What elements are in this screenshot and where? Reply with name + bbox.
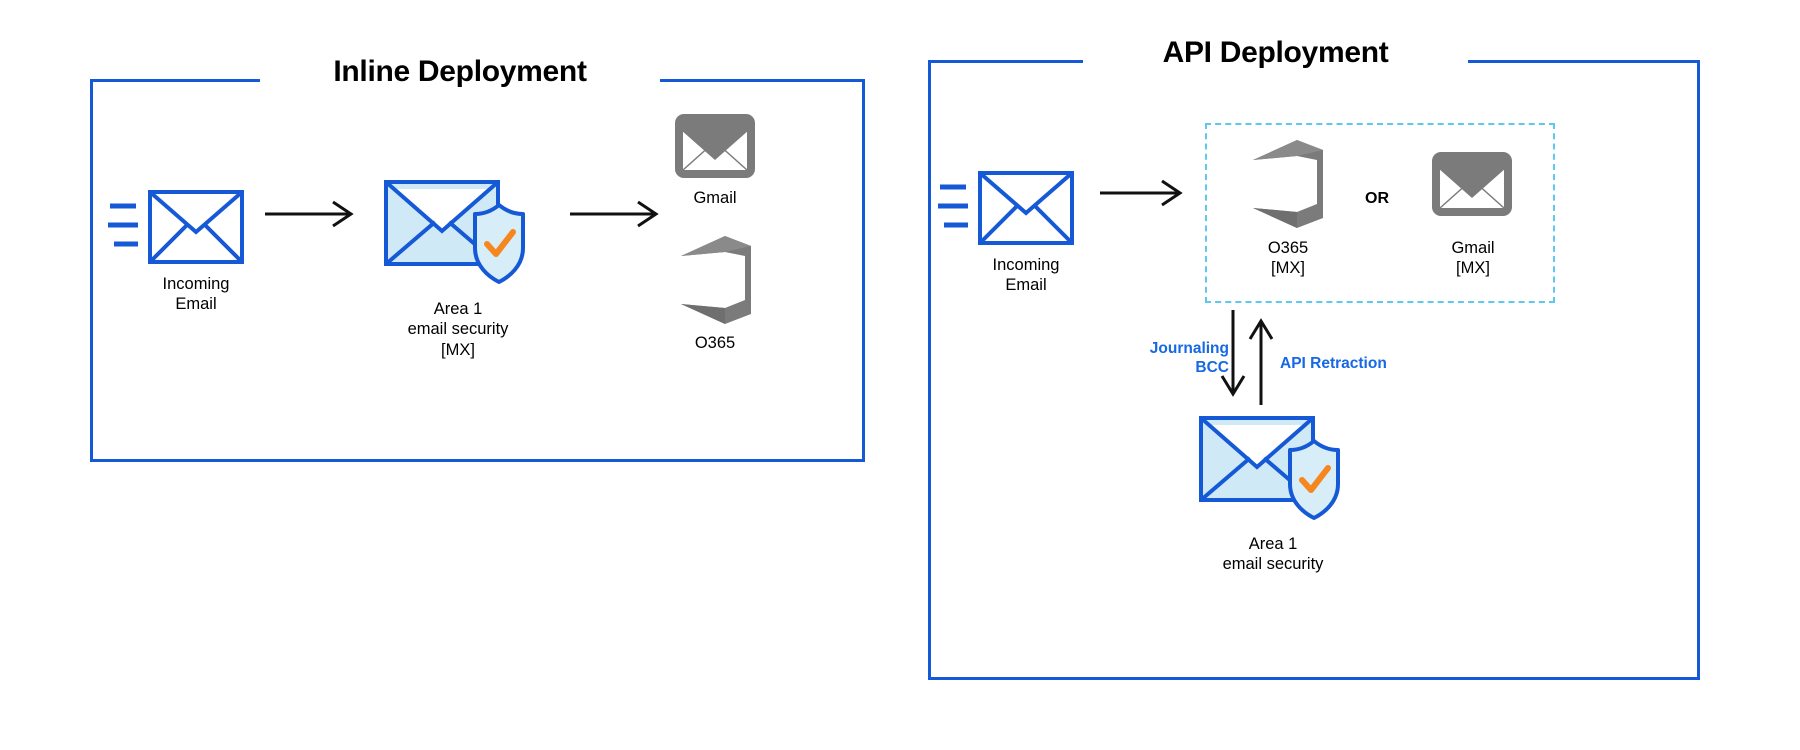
label-line: [MX] [441,340,475,359]
panel-inline-title-gap [260,76,660,82]
panel-inline-title: Inline Deployment [333,55,587,88]
label-line: email security [407,320,509,339]
node-o365-inline: O365 [635,229,795,359]
arrow-retraction-up [1246,310,1276,405]
node-area1-api: Area 1 email security [1173,410,1373,590]
node-incoming-email-api: Incoming Email [928,155,1098,294]
panel-api-deployment: API Deployment Incoming Email [928,36,1700,680]
label-line: Area 1 [433,300,483,318]
panel-inline-deployment: Inline Deployment Incoming Email [90,55,865,462]
label-line: O365 [1267,239,1309,257]
arrow-area1-to-mailboxes [570,199,670,229]
label-line: Gmail [693,189,737,207]
node-incoming-email-label: Incoming Email [993,255,1060,296]
label-line: Journaling [1149,340,1229,357]
node-o365-label: O365 [695,333,735,353]
mailbox-group-dashed-box [1205,123,1555,303]
label-line: Incoming [992,256,1060,274]
label-line: [MX] [1271,259,1305,278]
label-line: Incoming [162,275,230,293]
label-line: Email [175,295,217,314]
node-area1-label: Area 1 email security [MX] [408,299,509,360]
label-line: API Retraction [1280,355,1387,372]
or-separator-label: OR [1365,190,1389,207]
node-gmail-api: Gmail [MX] [1408,138,1538,293]
label-line: Area 1 [1248,535,1298,553]
node-incoming-email-inline: Incoming Email [100,174,270,313]
arrow-incoming-to-mailbox [1100,178,1195,208]
node-gmail-label: Gmail [MX] [1451,238,1494,279]
label-line: Gmail [1451,239,1495,257]
arrow-incoming-to-area1 [265,199,365,229]
panel-api-title-gap [1083,57,1468,63]
node-area1-inline: Area 1 email security [MX] [345,174,575,359]
node-area1-api-label: Area 1 email security [1223,534,1324,575]
node-o365-label: O365 [MX] [1268,238,1308,279]
journaling-bcc-label: Journaling BCC [1119,339,1229,378]
panel-api-title: API Deployment [1162,36,1389,69]
label-line: O365 [694,334,736,352]
api-retraction-label: API Retraction [1280,354,1387,373]
node-gmail-label: Gmail [693,188,736,208]
arrow-journaling-down [1218,310,1248,405]
label-line: email security [1222,555,1324,574]
node-gmail-inline: Gmail [635,104,795,224]
label-line: BCC [1195,359,1229,377]
node-o365-api: O365 [MX] [1223,138,1353,293]
node-incoming-email-label: Incoming Email [163,274,230,315]
label-line: Email [1005,276,1047,295]
label-line: [MX] [1456,259,1490,278]
